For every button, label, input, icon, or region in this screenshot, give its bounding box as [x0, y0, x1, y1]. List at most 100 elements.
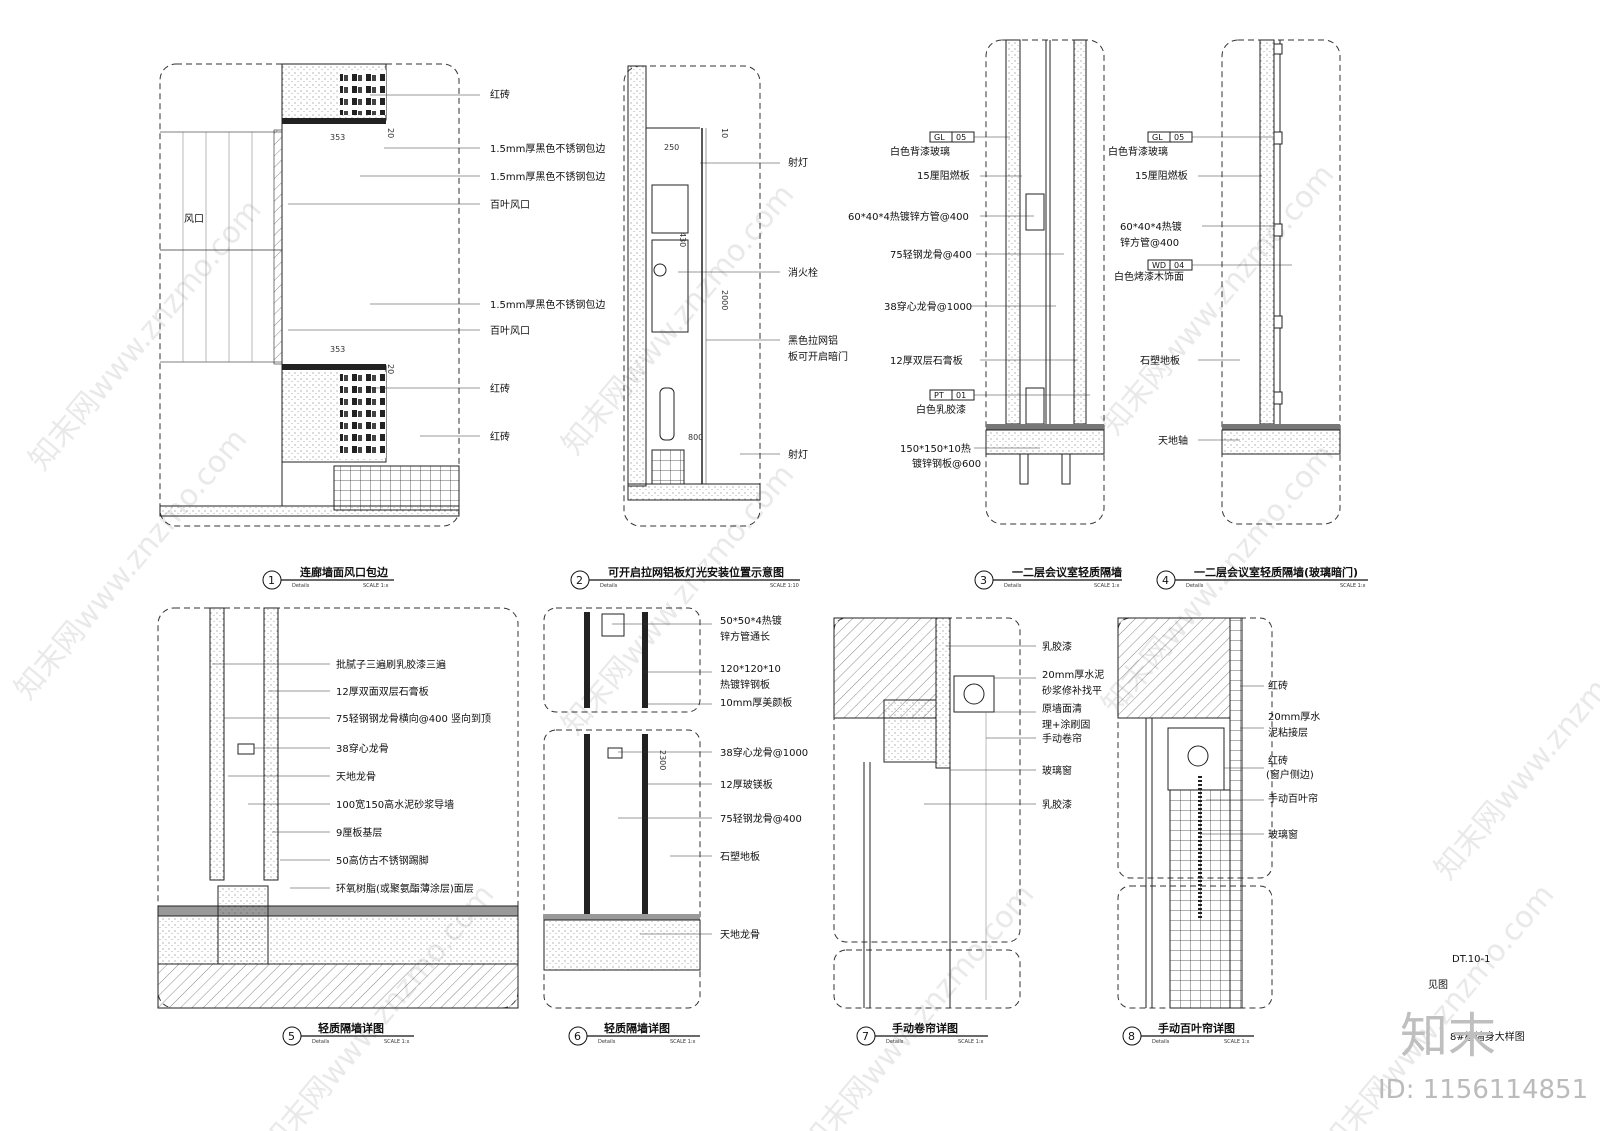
d1-label-4: 百叶风口	[490, 199, 530, 211]
detail-5: 批腻子三遍刷乳胶漆三遍 12厚双面双层石膏板 75轻钢钢龙骨横向@400 竖向到…	[157, 607, 519, 1009]
svg-text:2: 2	[576, 574, 583, 587]
d3-label-4: 75轻钢龙骨@400	[890, 248, 972, 261]
vent-label: 风口	[184, 213, 204, 225]
asset-id: ID: 1156114851	[1378, 1075, 1588, 1105]
d4-label-3: 60*40*4热镀	[1120, 220, 1182, 233]
d3-label-6: 12厚双层石膏板	[890, 354, 963, 367]
svg-text:SCALE 1:x: SCALE 1:x	[1094, 583, 1119, 589]
svg-text:Details: Details	[1004, 583, 1022, 589]
watermark-text-7: 知末网www.znzmo.com	[1428, 602, 1600, 886]
d8-label-1: 红砖	[1268, 679, 1288, 692]
d1-label-1: 红砖	[490, 88, 510, 101]
detail-1: 风口 353 20 353 20 红砖 1.5mm厚黑色不锈钢包边 1.5mm厚…	[159, 63, 605, 527]
detail-8: 红砖 20mm厚水 泥粘接层 红砖 (窗户侧边) 手动百叶帘 玻璃窗	[1117, 617, 1320, 1009]
dim-2300: 2300	[658, 750, 667, 770]
title-block-3: 3 一二层会议室轻质隔墙 Details SCALE 1:x	[974, 565, 1122, 590]
d8-label-5: (窗户侧边)	[1266, 768, 1314, 781]
d5-label-2: 12厚双面双层石膏板	[336, 685, 429, 698]
d5-label-6: 100宽150高水泥砂浆导墙	[336, 798, 454, 811]
d5-label-8: 50高仿古不锈钢踢脚	[336, 854, 429, 867]
dim-353-bottom: 353	[330, 345, 345, 354]
d6-label-5: 10mm厚美颜板	[720, 696, 792, 709]
svg-text:Details: Details	[886, 1039, 904, 1045]
svg-text:可开启拉网铝板灯光安装位置示意图: 可开启拉网铝板灯光安装位置示意图	[608, 565, 784, 579]
svg-text:轻质隔墙详图: 轻质隔墙详图	[604, 1021, 670, 1035]
brand-logo: 知末	[1400, 1008, 1496, 1064]
svg-text:Details: Details	[292, 583, 310, 589]
d3-label-1: 白色背漆玻璃	[890, 145, 950, 158]
d1-label-5: 1.5mm厚黑色不锈钢包边	[490, 298, 605, 311]
d1-label-6: 百叶风口	[490, 325, 530, 337]
d3-label-8: 150*150*10热	[900, 442, 971, 455]
dim-800: 800	[688, 433, 703, 442]
sheet-partial-title: 8#楼墙身大样图	[1450, 1030, 1525, 1043]
dim-20-top: 20	[386, 128, 395, 138]
d6-label-7: 12厚玻镁板	[720, 778, 773, 791]
watermark-text-3: 知末网www.znzmo.com	[1095, 158, 1341, 442]
detail-4: GL 05 WD 04 白色背漆玻璃 15厘阻燃板 60*40*4热镀 锌方管@…	[1108, 39, 1341, 525]
dim-10: 10	[720, 128, 729, 138]
svg-text:Details: Details	[1152, 1039, 1170, 1045]
d7-label-3: 砂浆修补找平	[1042, 684, 1102, 697]
d3-label-9: 镀锌钢板@600	[912, 457, 981, 470]
svg-text:Details: Details	[312, 1039, 330, 1045]
d4-label-6: 石塑地板	[1140, 354, 1180, 367]
d2-label-4: 板可开启暗门	[788, 350, 848, 363]
svg-text:SCALE 1:x: SCALE 1:x	[1340, 583, 1365, 589]
svg-text:05: 05	[1174, 133, 1184, 142]
d4-label-7: 天地轴	[1158, 434, 1188, 447]
svg-text:SCALE 1:x: SCALE 1:x	[958, 1039, 983, 1045]
svg-text:连廊墙面风口包边: 连廊墙面风口包边	[300, 565, 389, 579]
d1-label-2: 1.5mm厚黑色不锈钢包边	[490, 142, 605, 155]
d4-label-5: 白色烤漆木饰面	[1114, 270, 1184, 283]
title-block-8: 8 手动百叶帘详图 Details SCALE 1:x	[1122, 1021, 1254, 1046]
d4-label-4: 锌方管@400	[1120, 236, 1179, 249]
svg-text:SCALE 1:x: SCALE 1:x	[384, 1039, 409, 1045]
dim-20-bottom: 20	[386, 364, 395, 374]
svg-text:5: 5	[288, 1030, 295, 1043]
svg-text:4: 4	[1162, 574, 1169, 587]
d2-label-1: 射灯	[788, 157, 808, 169]
svg-text:01: 01	[956, 391, 966, 400]
d1-label-3: 1.5mm厚黑色不锈钢包边	[490, 170, 605, 183]
watermark-text-2: 知末网www.znzmo.com	[555, 178, 801, 462]
d8-label-4: 红砖	[1268, 754, 1288, 767]
svg-text:一二层会议室轻质隔墙(玻璃暗门): 一二层会议室轻质隔墙(玻璃暗门)	[1194, 565, 1358, 579]
dim-353-top: 353	[330, 133, 345, 142]
detail-3: GL 05 PT 01 白色背漆玻璃 15厘阻燃板 60*40*4热镀锌方管@4…	[848, 39, 1105, 525]
svg-text:手动卷帘详图: 手动卷帘详图	[892, 1021, 958, 1035]
d3-code-gl: GL 05	[929, 131, 975, 143]
d6-label-2: 锌方管通长	[720, 630, 770, 643]
d6-label-3: 120*120*10	[720, 664, 781, 675]
svg-text:GL: GL	[1152, 133, 1163, 142]
d5-label-3: 75轻钢钢龙骨横向@400 竖向到顶	[336, 712, 491, 725]
d3-label-3: 60*40*4热镀锌方管@400	[848, 210, 969, 223]
title-block-5: 5 轻质隔墙详图 Details SCALE 1:x	[282, 1021, 414, 1046]
d5-label-1: 批腻子三遍刷乳胶漆三遍	[336, 658, 446, 671]
d2-label-5: 射灯	[788, 449, 808, 461]
sheet-code: DT.10-1	[1452, 954, 1491, 965]
d8-label-6: 手动百叶帘	[1268, 792, 1318, 805]
d5-label-9: 环氧树脂(或聚氨酯薄涂层)面层	[336, 882, 474, 895]
dim-430: 430	[678, 232, 687, 247]
d3-label-7: 白色乳胶漆	[916, 403, 966, 416]
detail-7: 乳胶漆 20mm厚水泥 砂浆修补找平 原墙面清 理+涂刷固 手动卷帘 玻璃窗 乳…	[833, 617, 1104, 1009]
d6-label-9: 石塑地板	[720, 850, 760, 863]
d7-label-1: 乳胶漆	[1042, 640, 1072, 653]
d8-label-2: 20mm厚水	[1268, 711, 1320, 723]
d7-label-2: 20mm厚水泥	[1042, 668, 1104, 681]
svg-text:PT: PT	[934, 391, 944, 400]
svg-text:04: 04	[1174, 261, 1184, 270]
d2-label-2: 消火栓	[788, 266, 818, 279]
svg-text:SCALE 1:10: SCALE 1:10	[770, 583, 799, 589]
d6-label-10: 天地龙骨	[720, 928, 760, 941]
title-block-2: 2 可开启拉网铝板灯光安装位置示意图 Details SCALE 1:10	[570, 565, 800, 590]
sheet-note: 见图	[1428, 979, 1448, 991]
dim-2000: 2000	[720, 290, 729, 310]
d4-label-2: 15厘阻燃板	[1135, 169, 1188, 182]
d3-label-5: 38穿心龙骨@1000	[884, 300, 972, 313]
d2-label-3: 黑色拉网铝	[788, 334, 838, 347]
svg-text:6: 6	[574, 1030, 581, 1043]
d7-label-8: 乳胶漆	[1042, 798, 1072, 811]
d1-label-8: 红砖	[490, 430, 510, 443]
